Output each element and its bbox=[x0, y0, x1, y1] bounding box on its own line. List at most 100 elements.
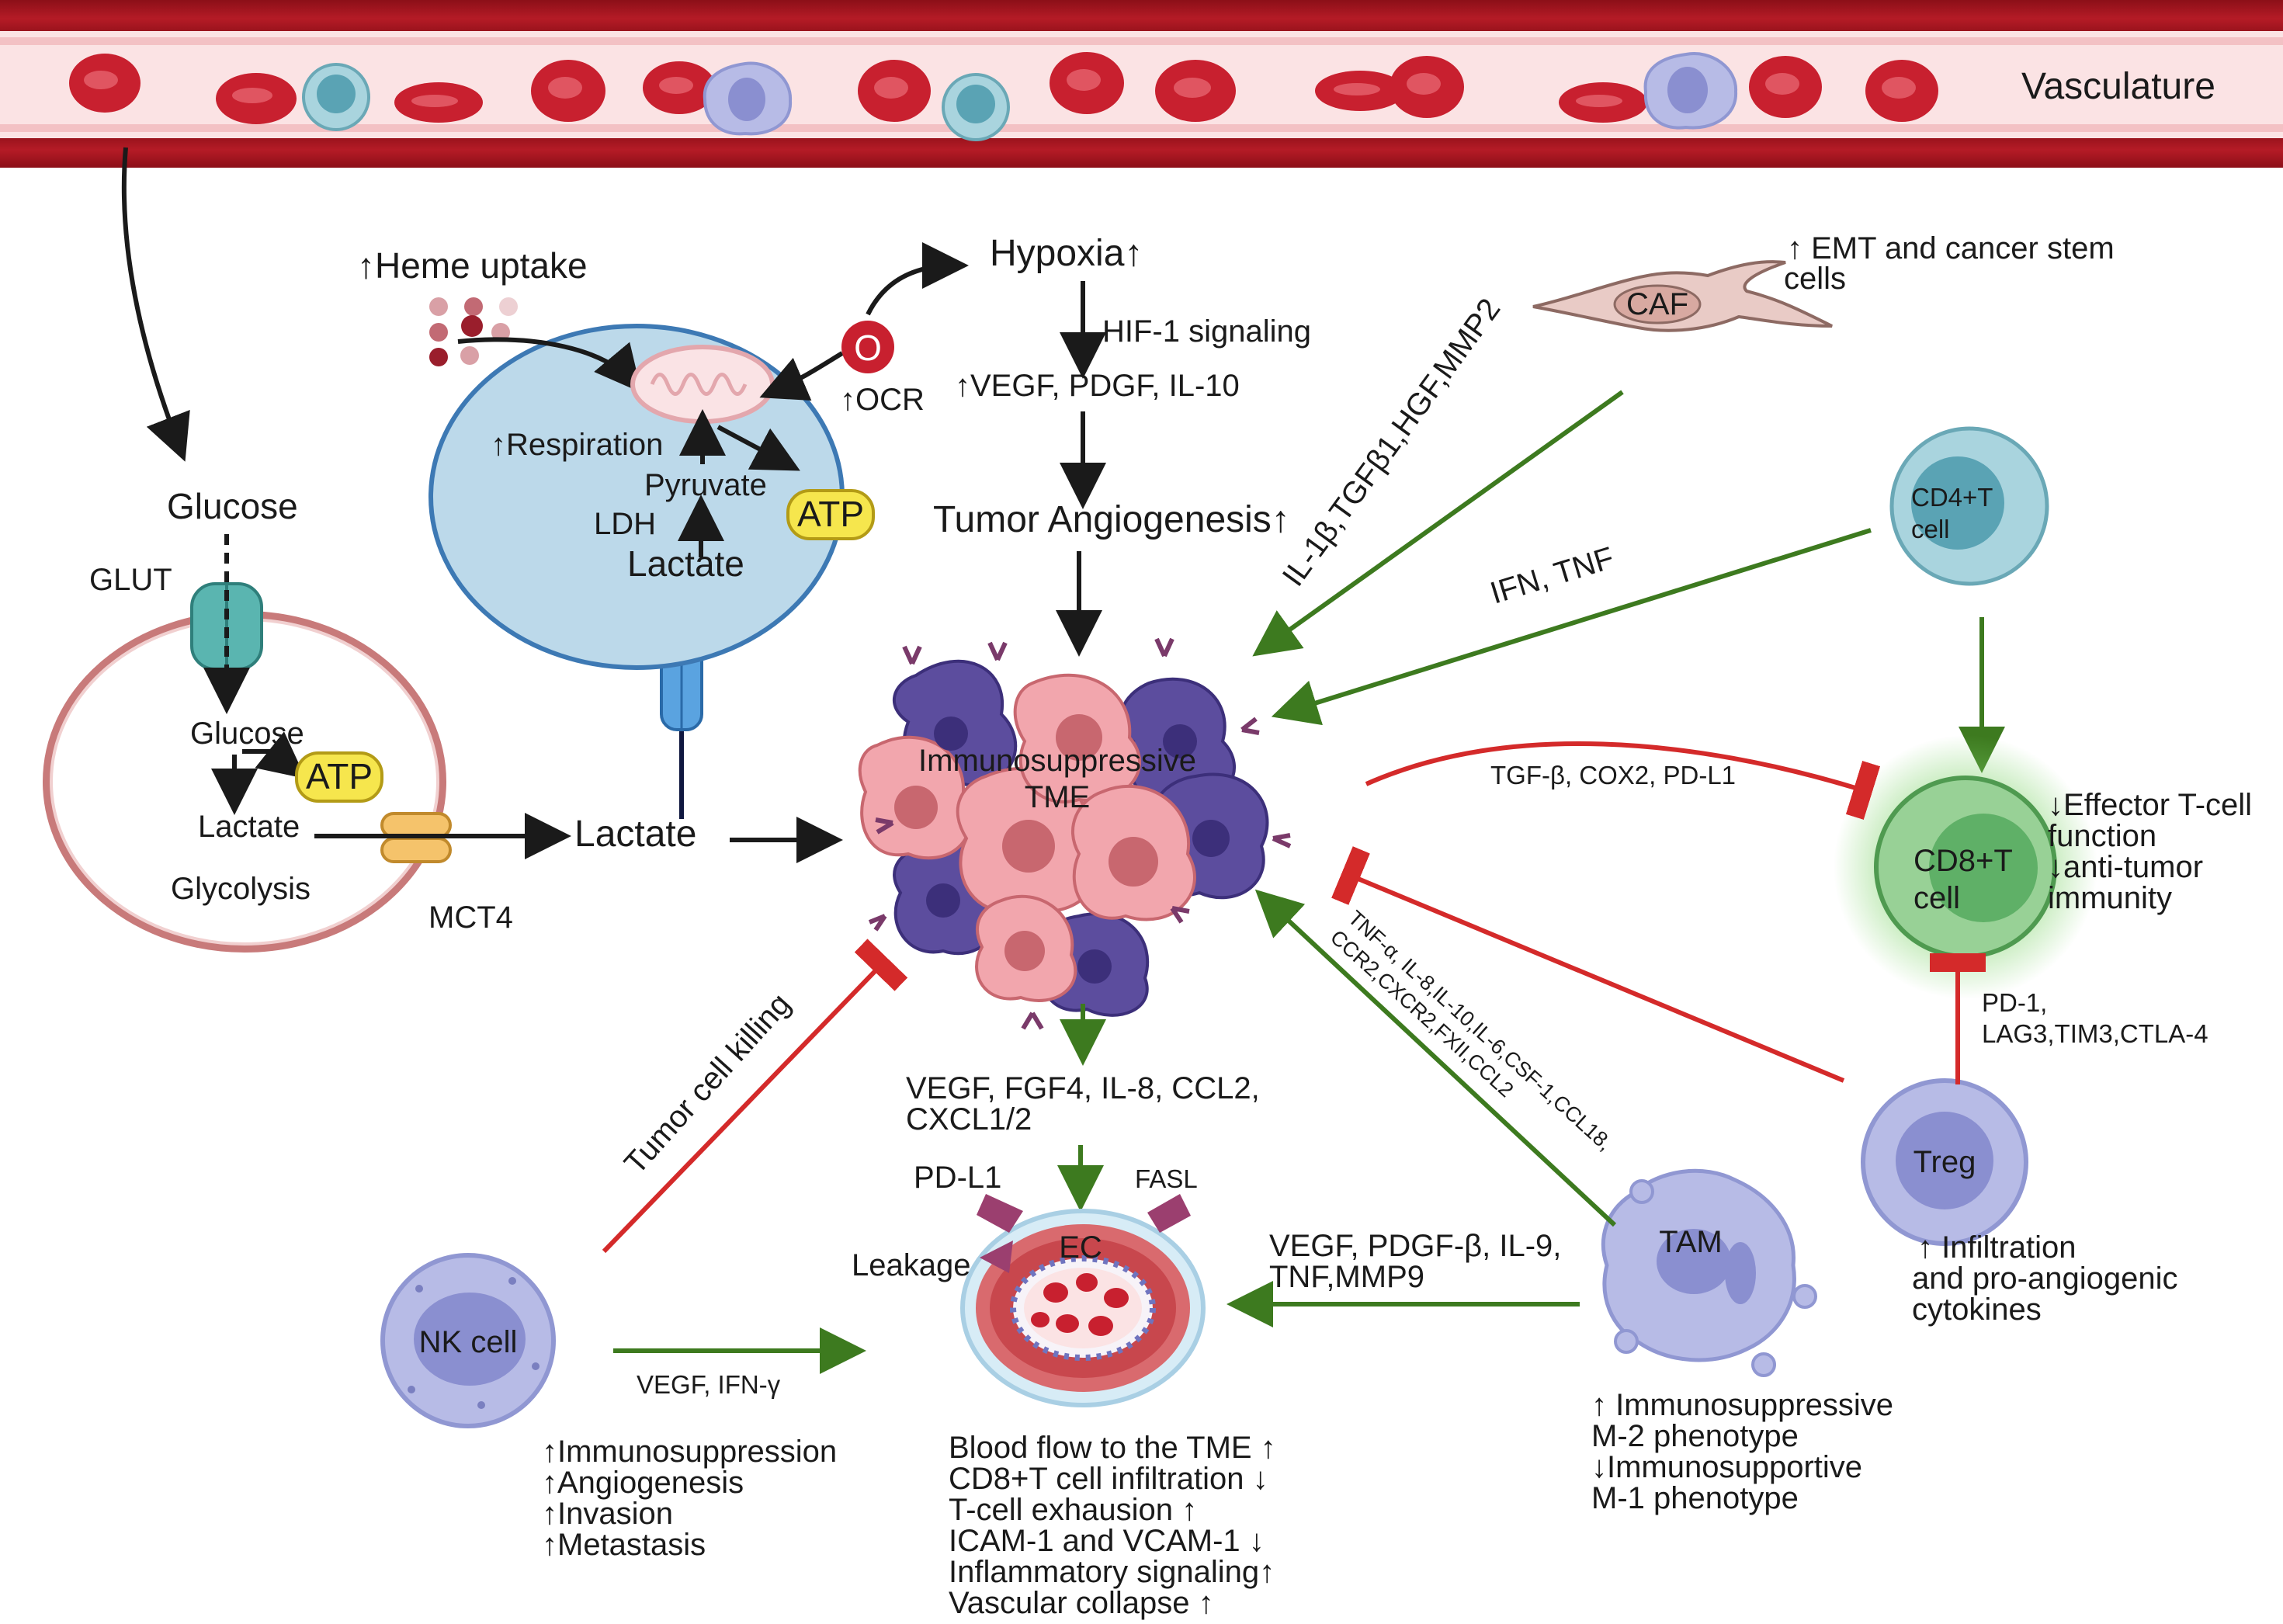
lactate-outside-label: Lactate bbox=[574, 814, 696, 855]
cd4-label-line2: cell bbox=[1911, 515, 1950, 543]
red-blood-cell bbox=[1050, 52, 1124, 114]
red-blood-cell bbox=[643, 61, 716, 114]
leakage-marker bbox=[980, 1241, 1013, 1273]
tumor-factors-line2: CXCL1/2 bbox=[906, 1102, 1032, 1136]
tumor-cell-cluster bbox=[858, 637, 1292, 1030]
ocr-label: ↑OCR bbox=[840, 383, 925, 417]
atp-label: ATP bbox=[306, 756, 373, 796]
ec-effect-2: T-cell exhausion ↑ bbox=[949, 1493, 1197, 1527]
fasl-marker bbox=[1147, 1194, 1191, 1233]
pdl1-marker bbox=[977, 1194, 1023, 1233]
hif-signaling-label: HIF-1 signaling bbox=[1102, 314, 1311, 349]
glucose-to-atp-arrow bbox=[242, 731, 307, 779]
respiration-label: ↑Respiration bbox=[491, 428, 663, 462]
caf-to-tme-arrow bbox=[1252, 390, 1624, 657]
red-blood-cell bbox=[1390, 56, 1464, 118]
cd8-effect-line2: function bbox=[2048, 819, 2156, 853]
red-blood-cell bbox=[1315, 71, 1405, 111]
cd4-label-line1: CD4+T bbox=[1911, 483, 1993, 512]
cd8-effect-line3: ↓anti-tumor bbox=[2048, 850, 2203, 884]
mct4-transporter bbox=[380, 812, 452, 863]
cd8-t-cell: CD8+T cell bbox=[1874, 776, 2057, 959]
red-blood-cell bbox=[531, 60, 605, 122]
hypoxia-factors-label: ↑VEGF, PDGF, IL-10 bbox=[955, 369, 1240, 403]
endothelial-vessel bbox=[960, 1209, 1206, 1407]
hypoxia-label: Hypoxia↑ bbox=[990, 233, 1143, 274]
treg-label: Treg bbox=[1913, 1145, 1976, 1179]
atp-badge-oxidative: ATP bbox=[786, 489, 875, 540]
cd8-effect-line1: ↓Effector T-cell bbox=[2048, 788, 2252, 822]
vasculature-label: Vasculature bbox=[2021, 66, 2215, 107]
glucose-outside-label: Glucose bbox=[167, 486, 298, 526]
leakage-label: Leakage bbox=[852, 1248, 970, 1282]
ec-effect-4: Inflammatory signaling↑ bbox=[949, 1555, 1275, 1589]
ec-effect-3: ICAM-1 and VCAM-1 ↓ bbox=[949, 1524, 1265, 1558]
nk-cell: NK cell bbox=[380, 1253, 556, 1428]
tme-label-line1: Immunosuppressive bbox=[918, 744, 1196, 778]
ec-effect-5: Vascular collapse ↑ bbox=[949, 1586, 1214, 1620]
oxygen-label: O bbox=[854, 328, 882, 368]
ec-label: EC bbox=[1059, 1230, 1102, 1265]
red-blood-cell bbox=[1749, 56, 1822, 118]
ldh-label: LDH bbox=[594, 507, 656, 541]
cd4-t-cell: CD4+T cell bbox=[1889, 426, 2049, 586]
red-blood-cells bbox=[69, 52, 1938, 124]
tam-effect-line1: ↑ Immunosuppressive bbox=[1591, 1388, 1893, 1422]
treg-cell: Treg bbox=[1861, 1078, 2028, 1246]
red-blood-cell bbox=[858, 60, 931, 122]
heme-particles bbox=[429, 297, 518, 366]
fasl-label: FASL bbox=[1135, 1164, 1198, 1193]
ec-effect-0: Blood flow to the TME ↑ bbox=[949, 1431, 1276, 1465]
vessel-to-glucose-arrow bbox=[121, 147, 190, 462]
mitochondria-to-atp-arrow bbox=[716, 425, 800, 471]
mitochondrion bbox=[630, 345, 775, 424]
pdl1-label: PD-L1 bbox=[914, 1161, 1001, 1195]
red-blood-cell bbox=[394, 82, 483, 123]
nk-killing-label: Tumor cell killing bbox=[618, 987, 797, 1181]
lactate-oxidative-label: Lactate bbox=[627, 543, 744, 584]
oxygen-to-mitochondria-arrow bbox=[759, 351, 844, 401]
tme-inhibits-cd8-line bbox=[1365, 741, 1881, 820]
red-blood-cell bbox=[1865, 60, 1938, 122]
tam-ec-factors-line2: TNF,MMP9 bbox=[1269, 1260, 1424, 1294]
nk-effect-1: ↑Angiogenesis bbox=[542, 1466, 744, 1500]
cd4-factors-label: IFN, TNF bbox=[1487, 541, 1618, 611]
nk-factors-label: VEGF, IFN-γ bbox=[637, 1370, 781, 1399]
cd8-label-line2: cell bbox=[1913, 881, 1960, 915]
nk-label: NK cell bbox=[419, 1325, 518, 1359]
glucose-inside-label: Glucose bbox=[190, 717, 304, 751]
oxygen-molecule: O bbox=[841, 321, 894, 373]
atp-label: ATP bbox=[797, 494, 864, 534]
heme-uptake-label: ↑Heme uptake bbox=[357, 245, 588, 286]
red-blood-cell bbox=[216, 73, 297, 124]
treg-effect-line3: cytokines bbox=[1912, 1293, 2042, 1327]
nk-effect-0: ↑Immunosuppression bbox=[542, 1435, 837, 1469]
tam-to-tme-arrow bbox=[1254, 889, 1617, 1227]
leukocytes bbox=[302, 52, 1738, 141]
glut-label: GLUT bbox=[89, 563, 172, 597]
nk-kills-tumor-line bbox=[602, 939, 908, 1254]
pyruvate-label: Pyruvate bbox=[644, 468, 767, 502]
red-blood-cell bbox=[1155, 60, 1236, 122]
atp-badge-glycolysis: ATP bbox=[295, 751, 383, 803]
glycolysis-label: Glycolysis bbox=[171, 872, 311, 906]
oxygen-to-hypoxia-arrow bbox=[866, 242, 969, 316]
ec-effect-1: CD8+T cell infiltration ↓ bbox=[949, 1462, 1268, 1496]
cd8-label-line1: CD8+T bbox=[1913, 844, 2013, 878]
tam-factors-line2: CCR2,CXCR2,FXII,CCL2 bbox=[1326, 925, 1518, 1102]
monocyte-cell bbox=[1643, 52, 1738, 130]
heme-to-mitochondria-arrow bbox=[457, 337, 642, 393]
lactate-inside-label: Lactate bbox=[198, 810, 300, 844]
lymphocyte-cell bbox=[302, 63, 370, 131]
nk-effect-3: ↑Metastasis bbox=[542, 1528, 706, 1562]
treg-checkpoints-line2: LAG3,TIM3,CTLA-4 bbox=[1982, 1019, 2208, 1048]
surface-receptors bbox=[868, 637, 1292, 1030]
tam-label: TAM bbox=[1659, 1225, 1722, 1259]
caf-cell: CAF bbox=[1532, 260, 1833, 332]
tam-ec-factors-line1: VEGF, PDGF-β, IL-9, bbox=[1269, 1229, 1561, 1263]
tumor-angiogenesis-label: Tumor Angiogenesis↑ bbox=[933, 499, 1290, 540]
nk-effect-2: ↑Invasion bbox=[542, 1497, 673, 1531]
cd8-effect-line4: immunity bbox=[2048, 881, 2172, 915]
lymphocyte-cell bbox=[942, 73, 1010, 141]
